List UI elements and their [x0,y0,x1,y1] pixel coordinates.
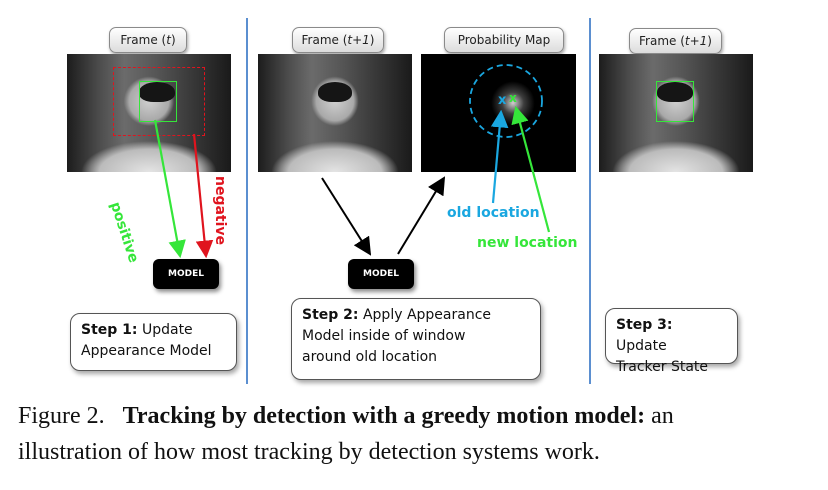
old-location-label: old location [447,205,540,221]
updated-target-box [656,81,694,122]
separator-right [589,18,591,384]
new-location-label: new location [477,235,578,251]
probability-map-label: Probability Map [444,27,564,53]
search-window-circle [469,64,543,138]
frame-to-model-arrow [321,177,372,256]
frame-t1-image-middle [258,54,412,172]
frame-t-label: Frame (t) [109,27,187,53]
frame-t1-label-right: Frame (t+1) [629,28,722,54]
positive-target-box [139,81,177,122]
frame-t1-image-right [599,54,753,172]
model-box-step1: MODEL [153,259,219,289]
new-location-arrow [511,105,551,233]
step3-box: Step 3: Update Tracker State [605,308,738,375]
new-location-marker: x [509,91,517,105]
model-to-map-arrow [397,176,446,255]
figure-caption: Figure 2. Tracking by detection with a g… [18,403,674,465]
positive-arrow [153,119,186,259]
frame-t-image [67,54,231,172]
old-location-arrow [490,109,509,204]
model-box-step2: MODEL [348,259,414,289]
negative-region-box [113,67,205,136]
old-location-marker: x [498,93,507,108]
step1-box: Step 1: Update Appearance Model [70,313,237,371]
negative-arrow [192,133,214,259]
frame-t1-label-middle: Frame (t+1) [292,27,384,53]
step2-box: Step 2: Apply Appearance Model inside of… [291,298,541,380]
separator-left [246,18,248,384]
